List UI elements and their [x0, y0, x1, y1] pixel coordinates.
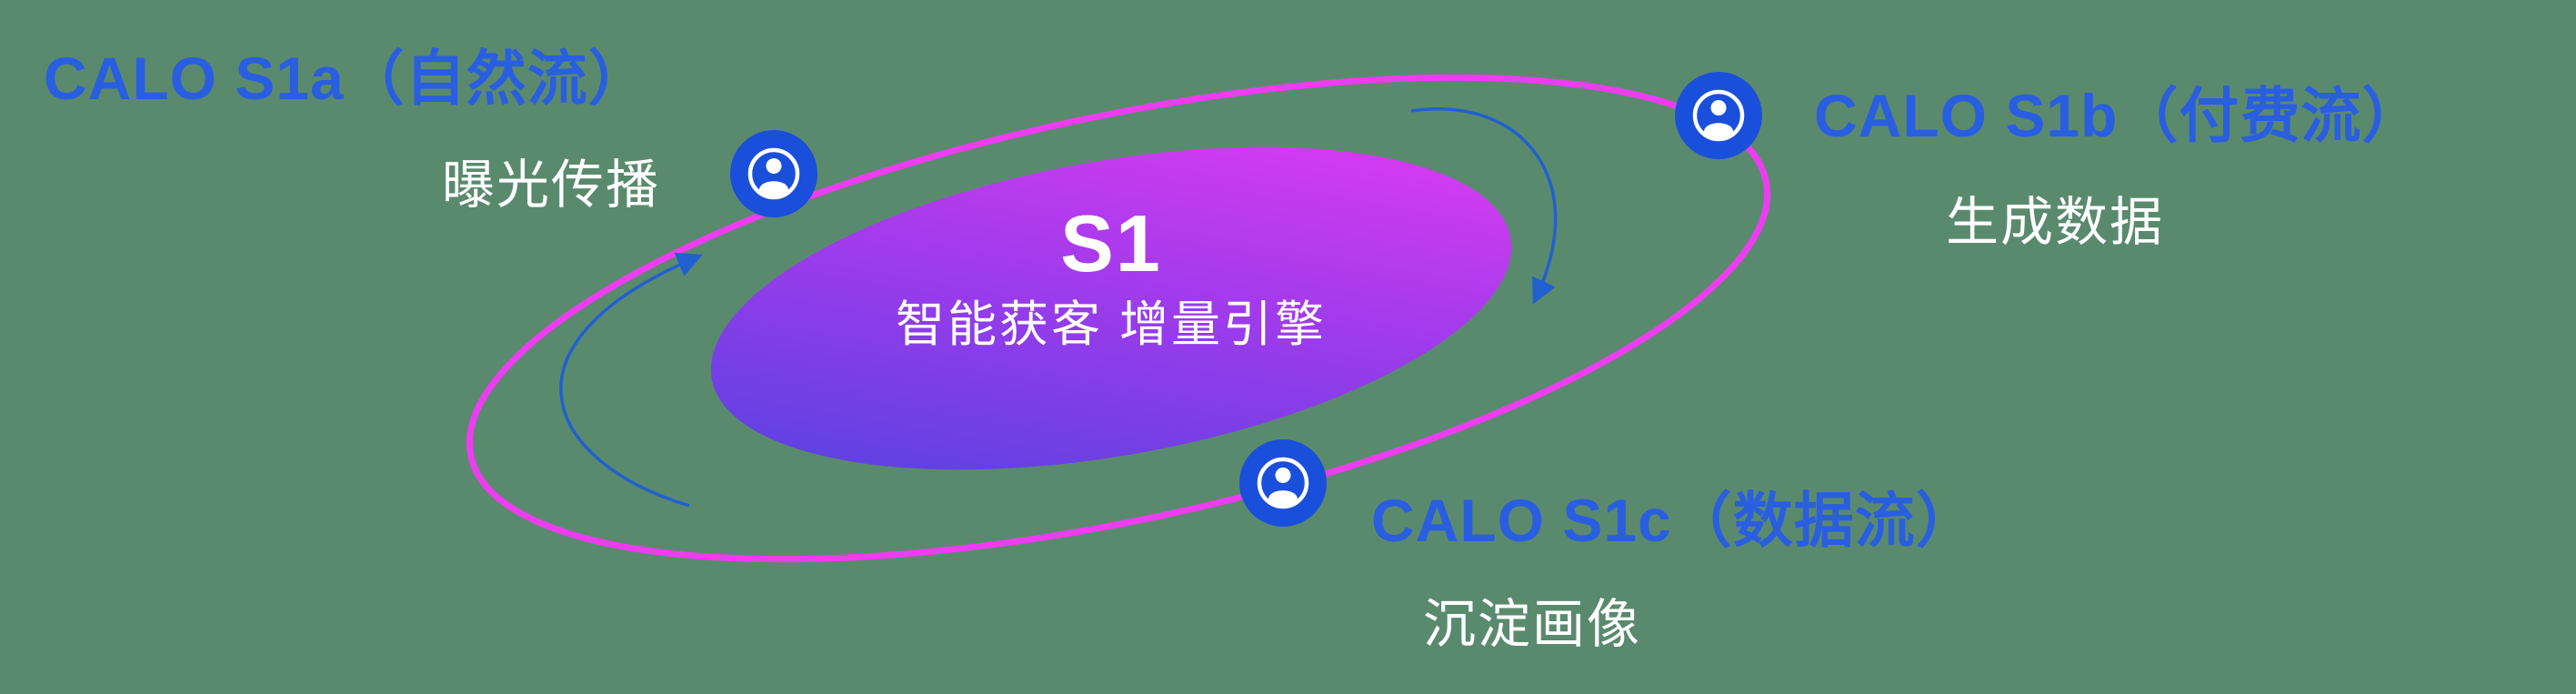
node-icon-s1c — [1238, 438, 1328, 528]
node-title-s1b: CALO S1b（付费流） — [1814, 82, 2423, 149]
node-subtitle-s1b: 生成数据 — [1946, 193, 2165, 252]
core-title: S1 — [1060, 198, 1162, 288]
core-label-group: S1 智能获客 增量引擎 — [896, 204, 1327, 352]
node-subtitle-s1c: 沉淀画像 — [1423, 595, 1642, 654]
flow-arrow-left — [559, 252, 703, 508]
core-subtitle: 智能获客 增量引擎 — [895, 297, 1328, 352]
core-gradient-ellipse — [710, 146, 1512, 470]
user-icon — [1675, 72, 1762, 159]
node-icon-s1a — [729, 129, 818, 218]
node-title-s1c: CALO S1c（数据流） — [1371, 487, 1977, 554]
user-icon — [730, 130, 817, 217]
user-icon — [1239, 439, 1327, 527]
orbit-ring — [466, 74, 1771, 563]
node-title-s1a: CALO S1a（自然流） — [44, 45, 649, 112]
node-subtitle-s1a: 曝光传播 — [442, 156, 661, 215]
node-icon-s1b — [1674, 71, 1763, 160]
flow-arrow-right — [1410, 107, 1558, 305]
